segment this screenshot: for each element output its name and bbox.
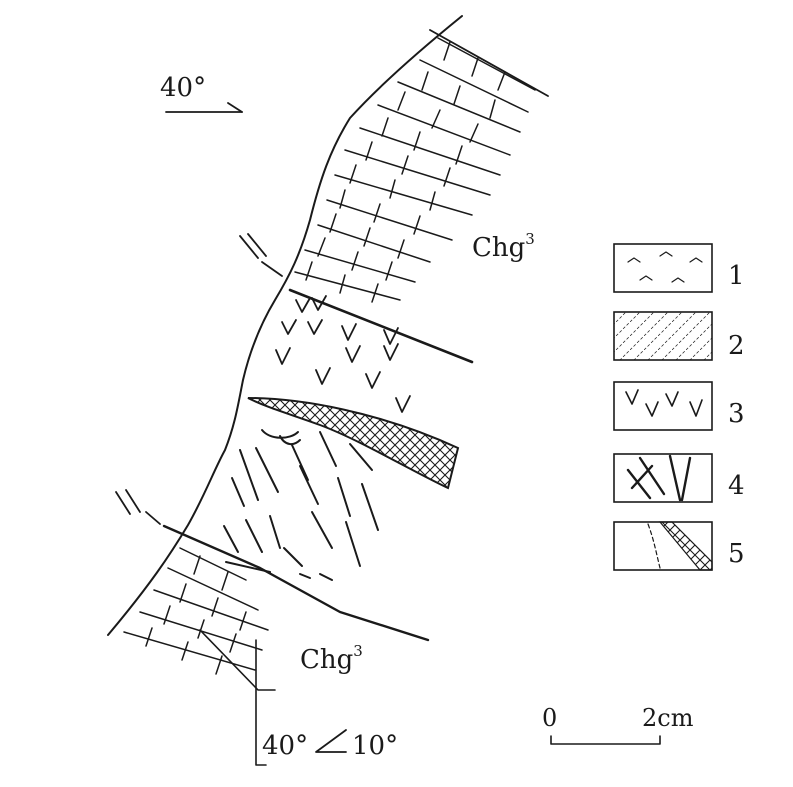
upper-unit-label: Chg3 — [472, 230, 535, 263]
lower-unit-label: Chg3 — [300, 642, 363, 675]
attitude-symbol: 40° 10° — [262, 729, 398, 761]
legend-item-5-label: 5 — [728, 539, 745, 569]
scale-zero-label: 0 — [542, 704, 557, 732]
vertical-contact-line — [255, 639, 267, 766]
cross-section-body — [107, 15, 549, 766]
legend-item-3-label: 3 — [728, 399, 745, 429]
legend-item-1-label: 1 — [728, 261, 745, 291]
orientation-azimuth-label: 40° — [160, 73, 206, 103]
cliff-profile-line — [107, 15, 463, 636]
attitude-dip-direction: 40° — [262, 731, 308, 761]
orebody-lens — [247, 397, 460, 490]
legend-item-1: 1 — [613, 243, 745, 293]
scale-length-label: 2cm — [642, 704, 694, 732]
fault-line-upper — [288, 288, 474, 364]
upper-outer-line — [429, 29, 549, 97]
legend-item-3: 3 — [613, 381, 745, 431]
lower-ground-line — [199, 629, 276, 691]
upper-dolomite-bricks — [294, 37, 536, 303]
fault-symbol-lower — [115, 489, 161, 525]
volcanic-zone-symbols — [275, 295, 411, 413]
legend-item-4: 4 — [613, 453, 745, 503]
legend-item-2-label: 2 — [728, 331, 745, 361]
fault-symbol-upper — [239, 233, 283, 277]
orientation-arrow: 40° — [160, 73, 243, 113]
fault-line-lower — [162, 524, 430, 642]
fractured-zone-strokes — [223, 429, 379, 581]
legend-item-5: 5 — [613, 521, 745, 571]
legend-item-2: 2 — [613, 311, 745, 361]
scale-bar: 0 2cm — [542, 704, 694, 745]
lower-dolomite-bricks — [123, 547, 269, 675]
legend: 1 2 3 4 5 — [613, 243, 745, 571]
attitude-dip-angle: 10° — [352, 731, 398, 761]
legend-item-4-label: 4 — [728, 471, 745, 501]
